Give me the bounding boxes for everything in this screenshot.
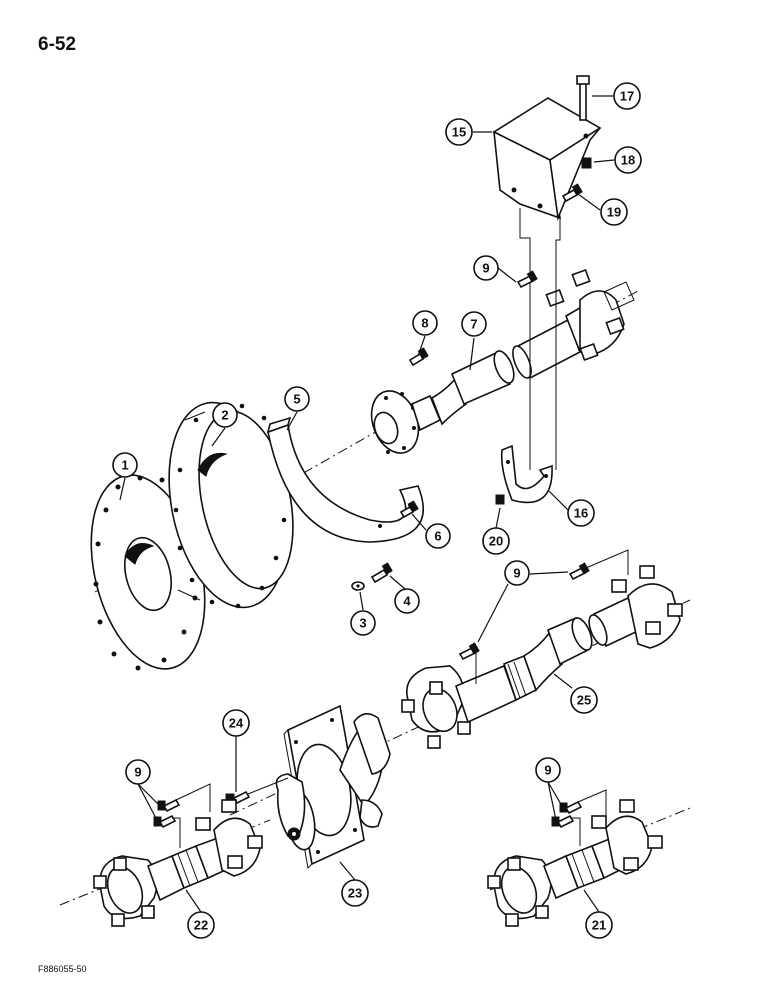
svg-text:18: 18: [621, 153, 635, 168]
callout-8: 8: [412, 310, 438, 336]
svg-text:17: 17: [620, 89, 634, 104]
svg-text:1: 1: [121, 458, 128, 473]
nut-18: [581, 157, 592, 169]
callout-20: 20: [482, 527, 510, 555]
capscrew-4: [370, 562, 393, 584]
callout-21: 21: [585, 911, 613, 939]
svg-text:24: 24: [229, 716, 244, 731]
capscrews-9-lower-right: [551, 789, 607, 846]
middle-driveshaft: [401, 565, 683, 749]
half-shield: [266, 416, 424, 543]
svg-text:2: 2: [221, 408, 228, 423]
callout-24: 24: [222, 709, 250, 737]
callout-9-top: 9: [473, 255, 499, 281]
callout-25: 25: [570, 686, 598, 714]
svg-text:23: 23: [348, 886, 362, 901]
capscrew-9-top: [516, 270, 538, 289]
svg-text:21: 21: [592, 918, 606, 933]
callout-18: 18: [614, 146, 642, 174]
middle-leaders: [475, 549, 629, 684]
capscrew-19: [561, 183, 583, 203]
callout-22: 22: [187, 911, 215, 939]
bracket-leaders: [519, 208, 561, 470]
capscrew-6: [399, 500, 419, 519]
svg-text:4: 4: [403, 594, 411, 609]
callout-9-lower-right: 9: [535, 757, 561, 783]
callout-19: 19: [600, 198, 628, 226]
callout-9-lower-left: 9: [125, 759, 151, 785]
callout-6: 6: [425, 523, 451, 549]
clamp-strap: [500, 444, 553, 504]
svg-text:15: 15: [452, 125, 466, 140]
callout-3: 3: [350, 610, 376, 636]
callout-16: 16: [567, 499, 595, 527]
capscrews-9-lower-left: [153, 783, 211, 848]
callout-leaders: [119, 95, 615, 913]
upper-u-joint: [545, 268, 635, 362]
callout-7: 7: [461, 311, 487, 337]
callout-5: 5: [284, 386, 310, 412]
svg-text:9: 9: [482, 261, 489, 276]
bearing-support: [275, 704, 391, 870]
svg-text:20: 20: [489, 534, 503, 549]
front-driveshaft: [370, 318, 581, 454]
callout-9-middle: 9: [504, 560, 530, 586]
svg-text:6: 6: [434, 529, 441, 544]
callout-23: 23: [341, 879, 369, 907]
capscrew-9-mid-left: [458, 642, 480, 661]
bolt-17: [576, 75, 590, 121]
svg-text:7: 7: [470, 317, 477, 332]
svg-text:8: 8: [421, 316, 428, 331]
lower-right-driveshaft: [487, 799, 663, 927]
support-bracket: [492, 97, 602, 222]
lower-left-driveshaft: [93, 799, 263, 927]
callout-2: 2: [212, 402, 238, 428]
coupling-ring: [168, 401, 294, 609]
callout-4: 4: [394, 588, 420, 614]
svg-text:16: 16: [574, 506, 588, 521]
svg-text:5: 5: [293, 392, 300, 407]
svg-text:9: 9: [544, 763, 551, 778]
svg-text:22: 22: [194, 918, 208, 933]
nut-20: [495, 494, 505, 505]
capscrew-8: [408, 347, 429, 367]
figure-code: F886055-50: [38, 964, 87, 974]
washer: [351, 581, 365, 591]
callout-15: 15: [445, 118, 473, 146]
svg-text:9: 9: [513, 566, 520, 581]
svg-text:19: 19: [607, 205, 621, 220]
callout-17: 17: [613, 82, 641, 110]
svg-text:3: 3: [359, 616, 366, 631]
capscrew-9-mid-right: [568, 562, 590, 581]
leader-24: [247, 777, 289, 795]
callout-1: 1: [112, 452, 138, 478]
svg-text:9: 9: [134, 765, 141, 780]
svg-text:25: 25: [577, 693, 591, 708]
page-number: 6-52: [38, 34, 77, 55]
